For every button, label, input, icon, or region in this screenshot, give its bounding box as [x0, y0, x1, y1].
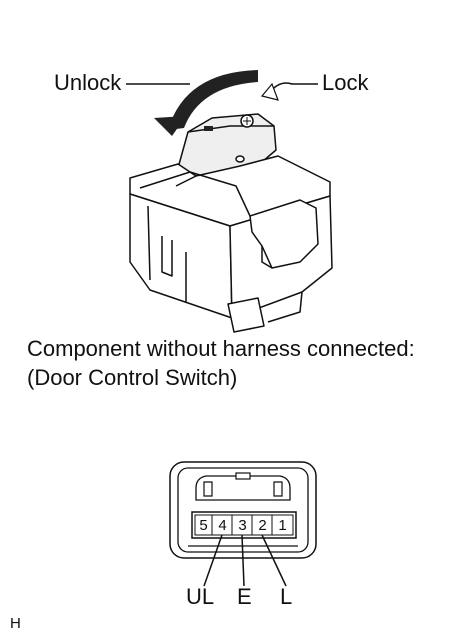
- lock-leader-line: [269, 82, 318, 93]
- rotation-arrow-icon: [154, 70, 258, 136]
- pin-number: 1: [278, 517, 287, 534]
- connector-face-illustration: [169, 461, 317, 559]
- unlock-label: Unlock: [54, 70, 122, 95]
- door-control-switch-illustration: [129, 113, 333, 333]
- pin-number: 5: [199, 517, 208, 534]
- lock-label: Lock: [322, 70, 369, 95]
- figure-code: H: [10, 615, 21, 632]
- caption-line-2: (Door Control Switch): [27, 365, 238, 390]
- e-leader-line: [241, 534, 245, 587]
- terminal-label-e: E: [237, 584, 252, 609]
- pin-number: 4: [218, 517, 227, 534]
- caption-line-1: Component without harness connected:: [27, 336, 415, 361]
- lock-tab-shape: [260, 82, 279, 101]
- pin-number: 2: [258, 517, 267, 534]
- l-leader-line: [261, 534, 287, 587]
- terminal-label-l: L: [280, 584, 293, 609]
- ul-leader-line: [203, 534, 223, 587]
- pin-number: 3: [238, 517, 247, 534]
- terminal-label-ul: UL: [186, 584, 215, 609]
